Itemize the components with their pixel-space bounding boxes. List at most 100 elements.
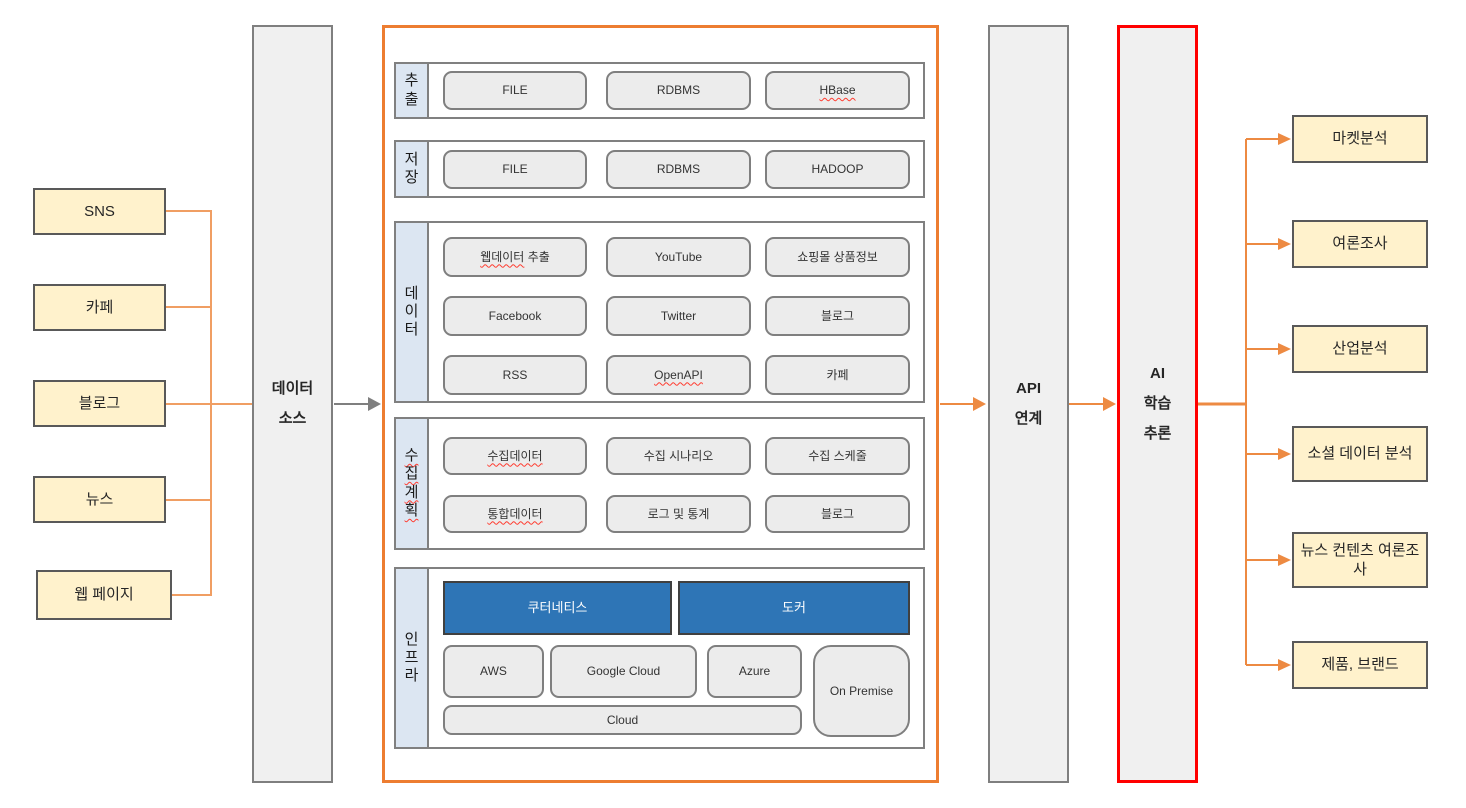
column-label-line: 소스 [278,410,307,427]
item-label: Google Cloud [586,664,661,678]
output-label: 산업분석 [1332,340,1388,358]
item-plan-schedule: 수집 스케줄 [765,437,910,475]
column-label-line: 데이터 [271,380,314,397]
item-label-part: 웹데이터 [480,249,525,264]
section-collection-plan: 수집계획 수집데이터 수집 시나리오 수집 스케줄 통합데이터 로그 및 통계 … [394,417,925,550]
item-label: Twitter [660,308,697,323]
item-infra-cloud: Cloud [443,705,802,735]
item-label: 블로그 [820,506,855,521]
section-infra: 인프라 쿠터네티스 도커 AWS Google Cloud Azure On P… [394,567,925,749]
source-box-webpage: 웹 페이지 [36,570,172,620]
pipeline-container: 추출 FILE RDBMS HBase 저장 FILE RDBMS HADOOP… [382,25,939,783]
item-store-rdbms: RDBMS [606,150,751,189]
column-data-source: 데이터 소스 [252,25,333,783]
item-label: OpenAPI [654,367,703,382]
output-label: 마켓분석 [1332,130,1388,148]
output-label: 여론조사 [1332,235,1388,253]
output-label: 소셜 데이터 분석 [1307,445,1413,463]
item-data-shopping-mall: 쇼핑몰 상품정보 [765,237,910,277]
item-label: RDBMS [656,162,701,176]
item-label: Facebook [488,308,542,323]
output-box-news-content-poll: 뉴스 컨텐츠 여론조사 [1292,532,1428,588]
column-label-line: 학습 [1143,395,1172,412]
item-label: 도커 [782,599,806,615]
section-extract: 추출 FILE RDBMS HBase [394,62,925,119]
item-label: RSS [502,367,528,382]
item-label: RDBMS [656,83,701,97]
item-label: AWS [480,664,507,678]
item-label: 쿠터네티스 [527,599,588,615]
item-data-cafe: 카페 [765,355,910,395]
column-api-link: API 연계 [988,25,1069,783]
column-label-line: API [1015,380,1041,397]
item-label: Cloud [606,712,639,727]
item-data-blog: 블로그 [765,296,910,336]
section-data: 데이터 웹데이터 추출 YouTube 쇼핑몰 상품정보 Facebook Tw… [394,221,925,403]
source-box-cafe: 카페 [33,284,166,331]
column-label-line: 연계 [1014,410,1043,427]
output-box-social-data-analysis: 소셜 데이터 분석 [1292,426,1428,482]
source-label: 카페 [85,298,114,316]
item-label: Azure [738,664,771,678]
item-plan-collected-data: 수집데이터 [443,437,587,475]
output-label: 뉴스 컨텐츠 여론조사 [1300,541,1420,579]
item-label: 수집 스케줄 [808,448,867,463]
source-label: 뉴스 [85,490,114,508]
section-store-label: 저장 [404,150,419,186]
item-plan-blog: 블로그 [765,495,910,533]
item-infra-kubernetes: 쿠터네티스 [443,581,672,635]
item-extract-file: FILE [443,71,587,110]
section-infra-label: 인프라 [404,630,419,685]
section-store-label-cell: 저장 [396,142,429,196]
section-plan-label-cell: 수집계획 [396,419,429,548]
item-extract-hbase: HBase [765,71,910,110]
item-label: On Premise [829,683,894,698]
source-box-blog: 블로그 [33,380,166,427]
output-box-industry-analysis: 산업분석 [1292,325,1428,373]
item-infra-azure: Azure [707,645,802,698]
section-extract-label-cell: 추출 [396,64,429,117]
item-label: HADOOP [811,162,864,176]
item-data-rss: RSS [443,355,587,395]
item-label: FILE [502,83,528,97]
section-extract-label: 추출 [404,72,419,108]
source-label: 블로그 [78,394,121,412]
section-data-label: 데이터 [404,284,419,339]
source-box-sns: SNS [33,188,166,235]
section-store: 저장 FILE RDBMS HADOOP [394,140,925,198]
item-infra-on-premise: On Premise [813,645,910,737]
item-label: FILE [502,162,528,176]
item-data-facebook: Facebook [443,296,587,336]
item-plan-integrated-data: 통합데이터 [443,495,587,533]
item-label: HBase [819,83,856,97]
item-label: 로그 및 통계 [647,506,710,521]
item-data-web-extract: 웹데이터 추출 [443,237,587,277]
item-infra-google-cloud: Google Cloud [550,645,697,698]
output-box-product-brand: 제품, 브랜드 [1292,641,1428,689]
output-box-opinion-poll: 여론조사 [1292,220,1428,268]
source-label: 웹 페이지 [74,586,134,604]
column-label-line: 추론 [1143,425,1172,442]
item-label: YouTube [654,249,703,264]
section-data-label-cell: 데이터 [396,223,429,401]
item-store-file: FILE [443,150,587,189]
item-extract-rdbms: RDBMS [606,71,751,110]
item-label: 카페 [826,367,849,382]
column-label-line: AI [1150,365,1165,382]
item-store-hadoop: HADOOP [765,150,910,189]
item-data-youtube: YouTube [606,237,751,277]
section-infra-label-cell: 인프라 [396,569,429,747]
item-plan-scenario: 수집 시나리오 [606,437,751,475]
column-ai-learning-inference: AI 학습 추론 [1117,25,1198,783]
source-box-news: 뉴스 [33,476,166,523]
item-label: 쇼핑몰 상품정보 [797,249,878,264]
output-label: 제품, 브랜드 [1321,656,1399,674]
item-data-twitter: Twitter [606,296,751,336]
item-infra-aws: AWS [443,645,544,698]
item-label: 수집데이터 [487,448,543,463]
item-label: 수집 시나리오 [643,448,714,463]
item-label: 웹데이터 추출 [480,250,550,265]
item-label: 통합데이터 [487,506,543,521]
